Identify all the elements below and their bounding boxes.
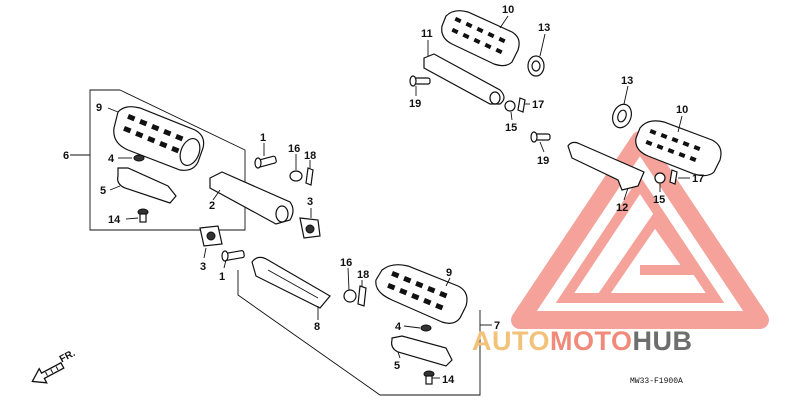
arrow-icon	[31, 361, 65, 384]
callout-3: 3	[307, 196, 313, 208]
cotter-pin-18-upper	[305, 167, 314, 186]
footpeg-rubber-10-upper	[441, 10, 520, 67]
callout-13: 13	[538, 22, 550, 34]
washer-15-lower	[654, 172, 666, 184]
assembly-right-lower	[530, 103, 722, 191]
callout-5: 5	[100, 185, 106, 197]
callout-18: 18	[357, 269, 369, 281]
watermark-wordmark: AUTOMOTOHUB	[472, 326, 693, 356]
callout-1: 1	[219, 271, 225, 283]
watermark-moto: MOTO	[550, 326, 633, 356]
pin-1-upper	[254, 155, 277, 169]
washer-4-left	[133, 154, 145, 162]
callout-4: 4	[395, 321, 402, 333]
cotter-pin-18-lower	[357, 285, 367, 307]
footpeg-rubber-9-lower	[375, 264, 468, 324]
callout-10: 10	[676, 104, 688, 116]
pin-19-lower	[530, 131, 551, 143]
pin-1-lower	[221, 250, 245, 262]
callout-16: 16	[340, 257, 352, 269]
frame-7-outline	[237, 270, 481, 396]
washer-16-lower	[343, 289, 357, 303]
callout-7: 7	[494, 320, 500, 332]
pin-19-upper	[409, 75, 431, 87]
callout-1: 1	[260, 132, 266, 144]
watermark-triangle-inner	[555, 175, 725, 303]
frame-6-outline	[89, 89, 246, 231]
callout-18: 18	[304, 150, 316, 162]
callout-4: 4	[108, 153, 115, 165]
callout-14: 14	[442, 374, 455, 386]
bracket-5-lower	[391, 335, 453, 367]
watermark-triangle-outer	[511, 131, 769, 329]
watermark-hub: HUB	[633, 326, 693, 356]
front-direction-indicator: FR.	[31, 348, 78, 384]
callout-10: 10	[502, 4, 514, 16]
callout-9: 9	[96, 102, 102, 114]
bracket-5-left	[117, 167, 177, 204]
callout-5: 5	[394, 360, 400, 372]
callout-16: 16	[288, 143, 300, 155]
callout-12: 12	[616, 202, 628, 214]
callout-15: 15	[653, 194, 665, 206]
callout-13: 13	[621, 75, 633, 87]
callout-19: 19	[409, 98, 421, 110]
step-bar-12	[567, 141, 645, 191]
drawing-code: MW33-F1900A	[630, 377, 683, 386]
callout-8: 8	[314, 321, 320, 333]
callout-14: 14	[108, 214, 121, 226]
callout-15: 15	[505, 122, 517, 134]
callout-labels: 9 6 4 5 14 1 16 18 2 3 3 1 8 16 18 9 7 4…	[63, 4, 704, 386]
callout-6: 6	[63, 150, 69, 162]
washer-4-lower	[420, 324, 432, 332]
watermark-g-stroke	[595, 211, 700, 303]
footpeg-rubber-10-lower	[635, 120, 722, 177]
watermark-auto: AUTO	[472, 326, 550, 356]
callout-2: 2	[209, 200, 215, 212]
callout-17: 17	[692, 173, 704, 185]
cotter-pin-17-lower	[669, 169, 678, 185]
footpeg-rubber-9-left	[113, 106, 205, 171]
watermark-logo	[511, 131, 769, 329]
callout-3: 3	[200, 261, 206, 273]
callout-9: 9	[446, 267, 452, 279]
bolt-14-left	[137, 208, 149, 223]
washer-16-upper	[289, 170, 303, 182]
assembly-center-lower	[199, 225, 492, 396]
bolt-14-lower	[423, 370, 435, 385]
callout-17: 17	[532, 99, 544, 111]
washer-15-upper	[504, 100, 516, 112]
leader-lines	[107, 15, 690, 379]
assembly-left-upper	[70, 89, 321, 239]
callout-19: 19	[537, 155, 549, 167]
callout-11: 11	[421, 28, 433, 40]
assembly-right-upper	[409, 10, 545, 113]
direction-label: FR.	[58, 348, 78, 365]
cotter-pin-17-upper	[517, 97, 526, 113]
